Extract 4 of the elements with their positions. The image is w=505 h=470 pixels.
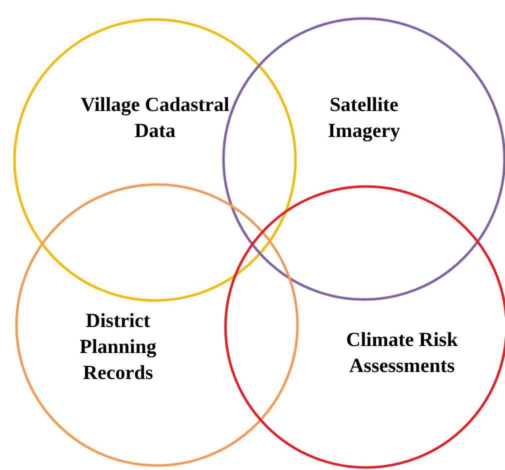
circle-label: Satellite Imagery	[326, 93, 402, 144]
circle-label: Village Cadastral Data	[80, 93, 230, 144]
circle-label: District Planning Records	[78, 309, 158, 386]
circle-label: Climate Risk Assessments	[345, 328, 459, 379]
